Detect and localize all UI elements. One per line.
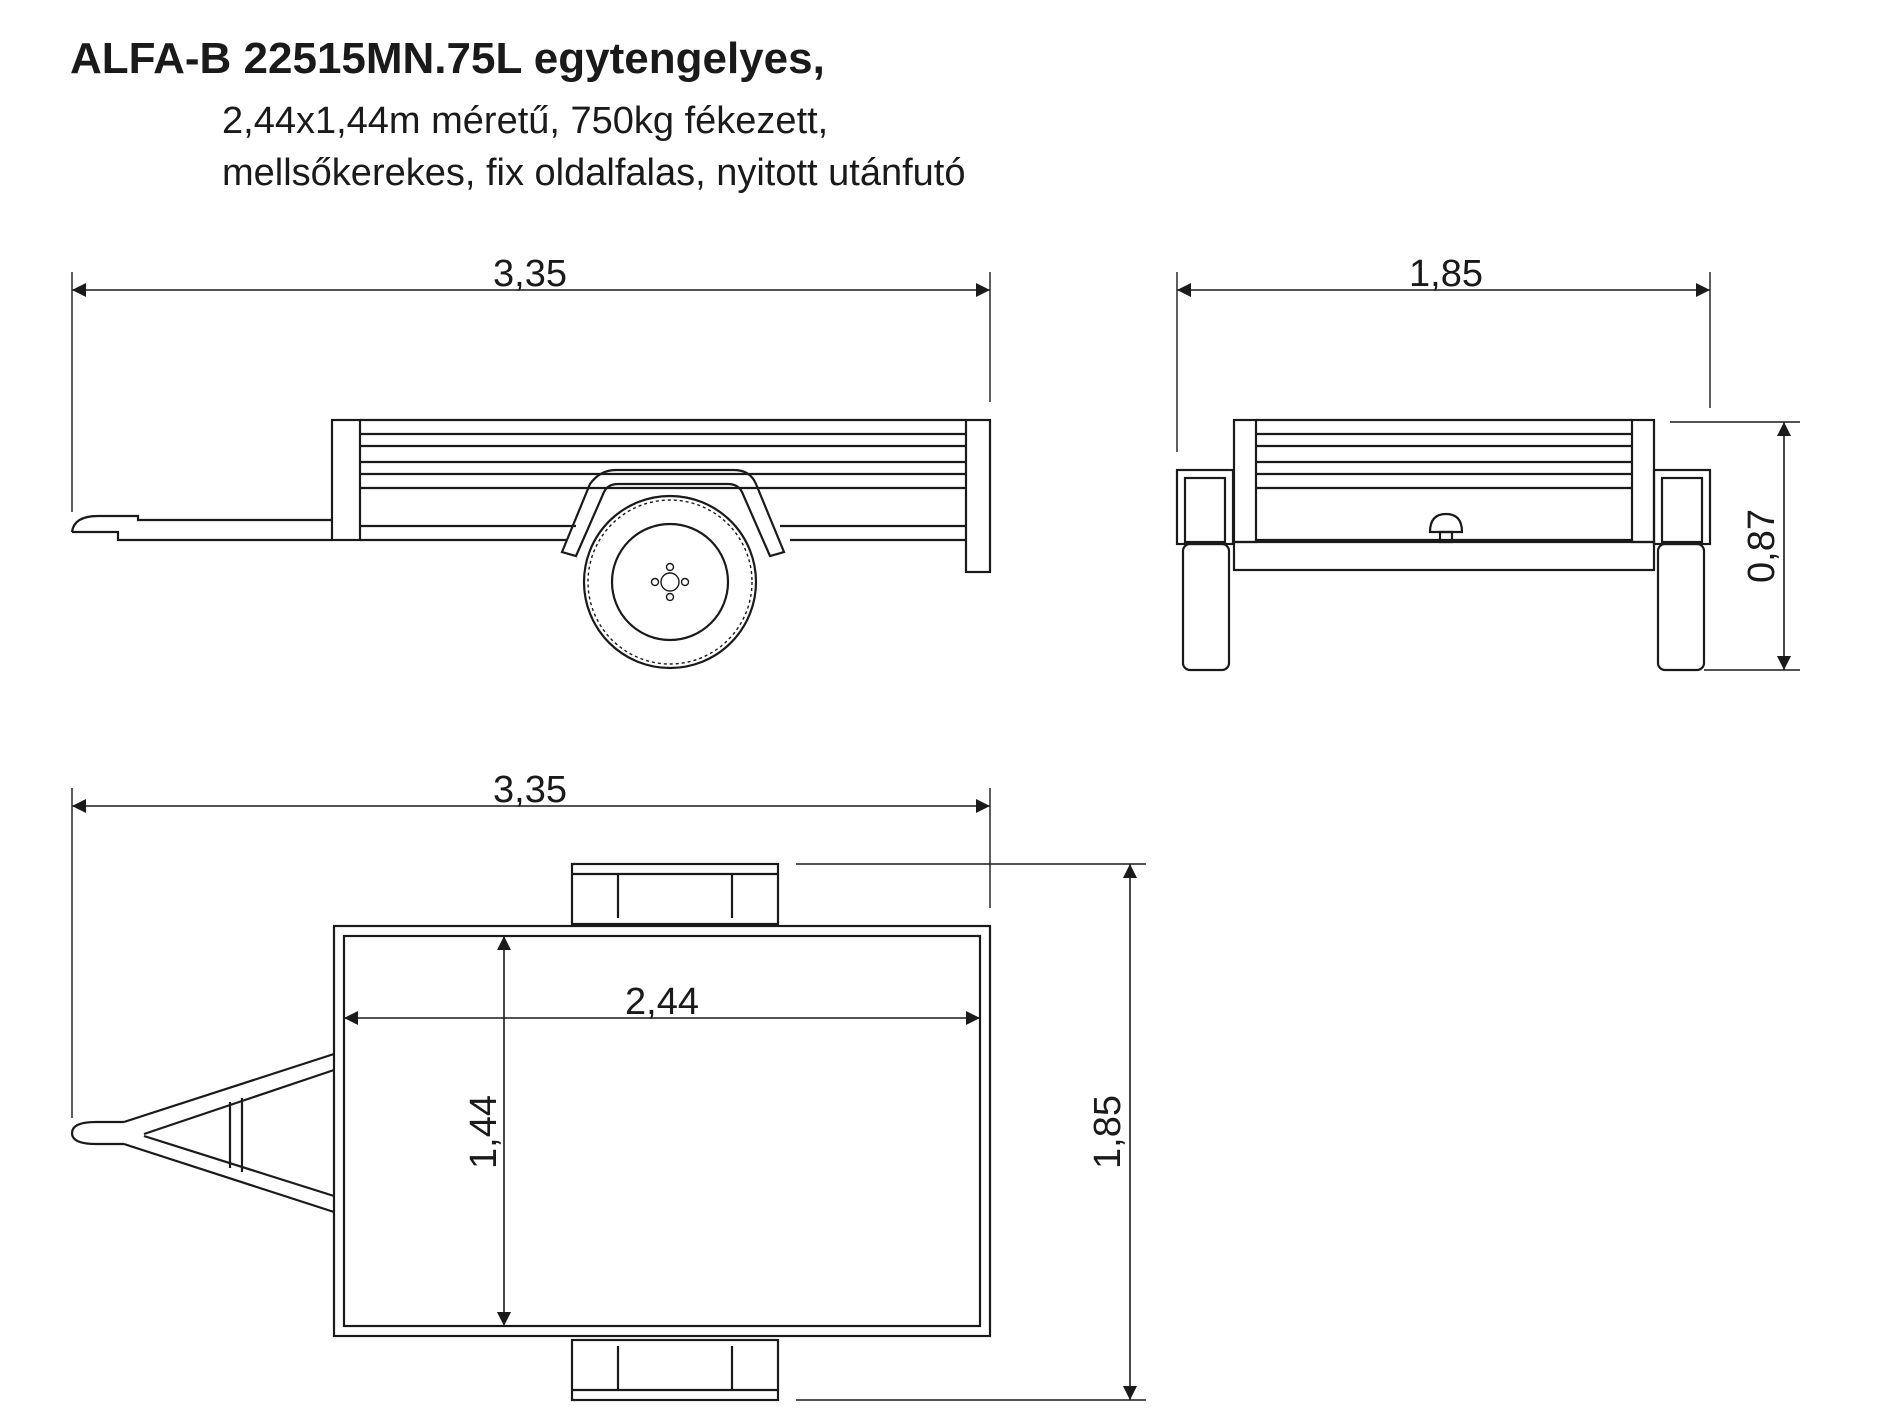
front-view: 1,85 0,87 (1175, 253, 1800, 672)
front-width-dimension: 1,85 (1176, 253, 1711, 452)
front-height-label: 0,87 (1741, 509, 1783, 583)
side-length-dimension: 3,35 (71, 253, 991, 512)
front-height-dimension: 0,87 (1670, 421, 1800, 671)
front-width-label: 1,85 (1409, 253, 1483, 295)
top-width-label: 1,85 (1087, 1095, 1129, 1169)
top-length-dimension: 3,35 (71, 769, 991, 1118)
top-length-label: 3,35 (493, 769, 567, 811)
top-width-dimension: 1,85 (796, 863, 1146, 1401)
bed-width-dimension: 1,44 (463, 936, 511, 1326)
drawbar-top (70, 1052, 335, 1214)
side-wheel (582, 494, 758, 670)
drawing-subtitle-line2: mellsőkerekes, fix oldalfalas, nyitott u… (222, 152, 966, 194)
bed-length-label: 2,44 (625, 981, 699, 1023)
bed-width-label: 1,44 (463, 1095, 505, 1169)
side-length-label: 3,35 (493, 253, 567, 295)
top-view: 3,35 2,44 (70, 769, 1146, 1402)
drawing-title: ALFA-B 22515MN.75L egytengelyes, (70, 34, 825, 83)
drawing-subtitle-line1: 2,44x1,44m méretű, 750kg fékezett, (222, 100, 829, 142)
bed-length-dimension: 2,44 (344, 981, 980, 1025)
side-view: 3,35 (70, 253, 992, 670)
